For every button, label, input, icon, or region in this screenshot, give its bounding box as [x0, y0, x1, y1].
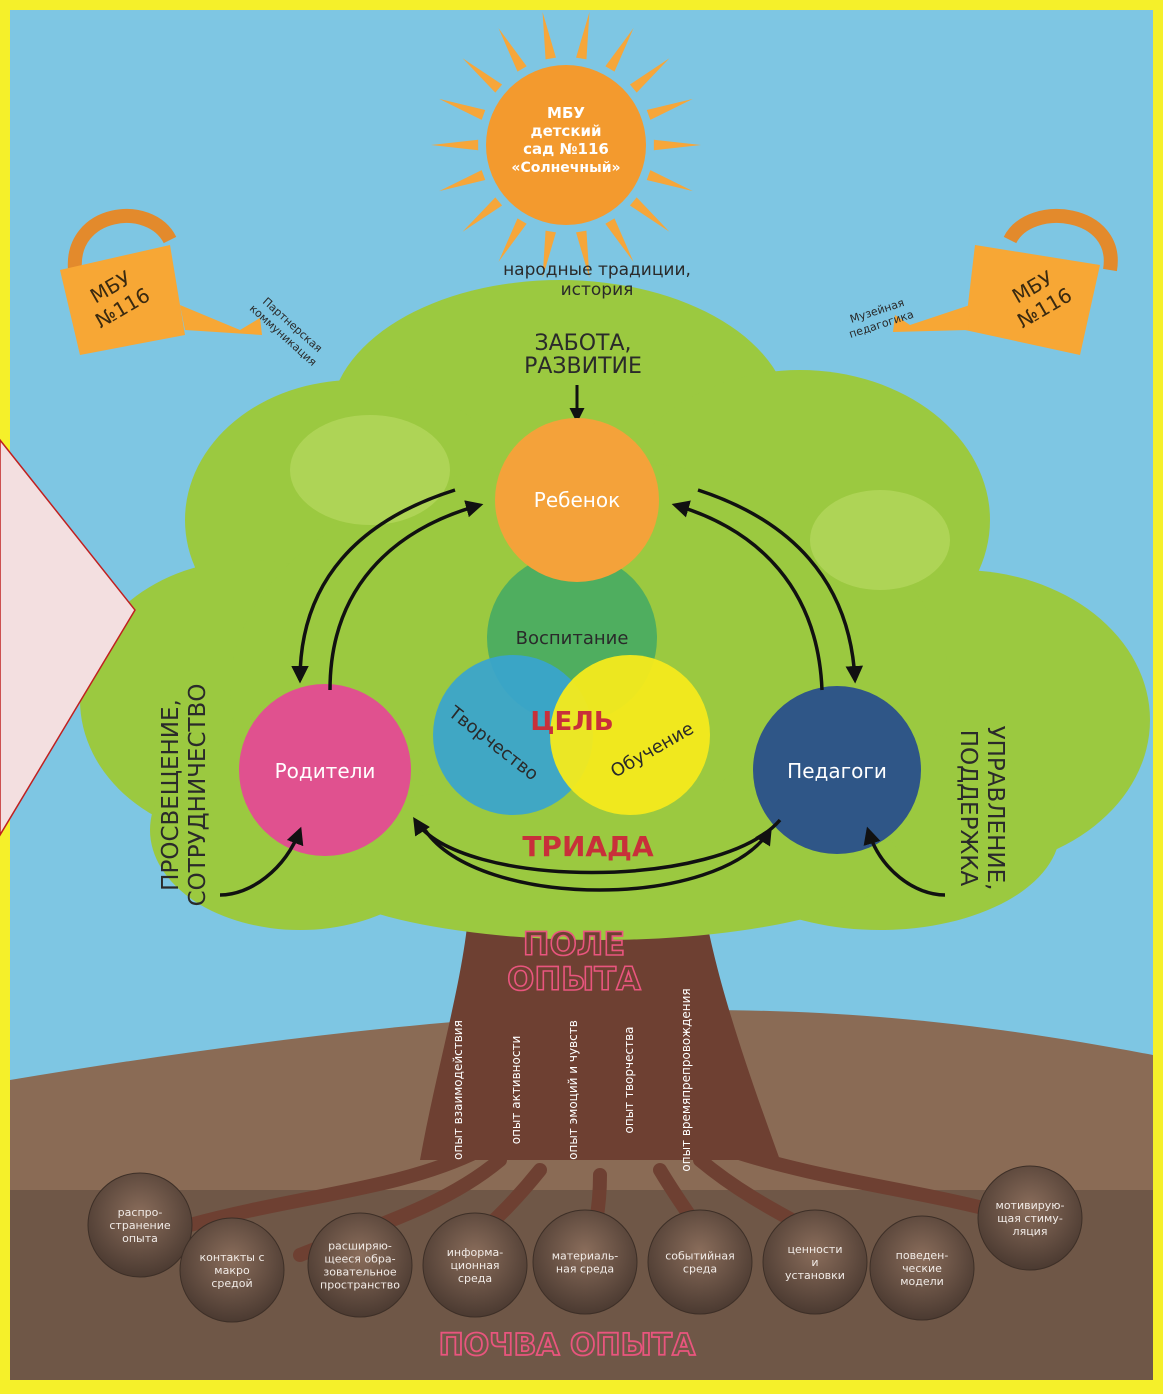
soil-bubble-label: расширяю- — [328, 1240, 392, 1253]
field-label: ОПЫТА — [507, 960, 641, 998]
soil-bubble-label: контакты с — [200, 1251, 265, 1264]
soil-bubble — [87, 1172, 193, 1278]
venn-diagram: Воспитание Творчество Обучение ЦЕЛЬ — [433, 553, 710, 815]
soil-bubble — [762, 1209, 868, 1315]
soil-bubble-label: ляция — [1013, 1225, 1048, 1238]
sun-ray — [653, 139, 701, 151]
crown-highlight — [290, 415, 450, 525]
soil-bubble-label: информа- — [447, 1246, 503, 1259]
soil-bubble — [977, 1165, 1083, 1271]
soil-bubble-label: щееся обра- — [324, 1253, 395, 1266]
care-label: РАЗВИТИЕ — [524, 354, 642, 379]
soil-bubble-label: среда — [683, 1263, 717, 1276]
sun-ray — [439, 98, 486, 120]
soil-bubble — [869, 1215, 975, 1321]
soil-bubble-label: поведен- — [896, 1249, 949, 1262]
care-label: ЗАБОТА, — [534, 331, 631, 356]
left-side-line: ПРОСВЕЩЕНИЕ, — [158, 699, 184, 891]
soil-bubble — [532, 1209, 638, 1315]
soil-bubble — [647, 1209, 753, 1315]
right-side-line: УПРАВЛЕНИЕ, — [982, 726, 1008, 891]
sun-ray — [462, 197, 503, 232]
sun-line: сад №116 — [523, 140, 609, 158]
relation-arrows — [219, 488, 946, 897]
sun-ray — [431, 139, 479, 151]
soil-bubble-label: ческие — [902, 1262, 942, 1275]
venn-creativity-circle — [433, 655, 593, 815]
soil-bubble-label: странение — [109, 1219, 170, 1232]
soil-bubble-label: и — [811, 1256, 818, 1269]
watering-can-right: МБУ №116 Музейная педагогика — [847, 209, 1118, 355]
sun-ray — [576, 230, 590, 278]
soil-bubble-label: среда — [458, 1272, 492, 1285]
tree-trunk — [420, 880, 780, 1160]
sun-ray — [646, 98, 693, 120]
venn-learning-circle — [550, 655, 710, 815]
soil-bubble-label: мотивирую- — [996, 1199, 1065, 1212]
sun-ray — [605, 218, 634, 262]
right-side-label: УПРАВЛЕНИЕ, ПОДДЕРЖКА — [955, 726, 1008, 891]
child-label: Ребенок — [534, 488, 620, 512]
soil-bubble — [307, 1212, 413, 1318]
trunk-item: опыт творчества — [622, 1027, 636, 1134]
soil-bubble-label: событийная — [665, 1250, 735, 1263]
sun-ray — [498, 218, 527, 262]
crown-highlight — [810, 490, 950, 590]
sun-caption: народные традиции, — [503, 260, 691, 280]
trunk-item: опыт активности — [509, 1036, 523, 1145]
soil-bubble — [179, 1217, 285, 1323]
soil-bubble-label: установки — [785, 1269, 845, 1282]
parents-node — [239, 684, 411, 856]
soil-bubble-label: ционная — [450, 1259, 499, 1272]
goal-label: ЦЕЛЬ — [530, 707, 613, 737]
trunk-item: опыт взаимодействия — [451, 1020, 465, 1160]
sun-ray — [629, 197, 670, 232]
sun-caption: история — [561, 280, 634, 300]
sun-ray — [498, 28, 527, 72]
sun-ray — [646, 170, 693, 192]
teachers-label: Педагоги — [787, 759, 887, 783]
sun-ray — [542, 12, 556, 60]
sun-line: детский — [530, 122, 601, 140]
pointer-overlay — [0, 438, 136, 837]
sun-ray — [542, 230, 556, 278]
sun-ray — [576, 12, 590, 60]
soil-bubble-label: щая стиму- — [997, 1212, 1063, 1225]
triad-label: ТРИАДА — [522, 830, 654, 863]
soil-bubble-label: ная среда — [556, 1263, 614, 1276]
soil-bubble-label: модели — [900, 1275, 944, 1288]
soil-bubble-label: пространство — [320, 1279, 400, 1292]
child-node — [495, 418, 659, 582]
sun-line: МБУ — [547, 104, 585, 122]
sun-ray — [439, 170, 486, 192]
trunk-item: опыт времяпрепровождения — [679, 988, 693, 1171]
teachers-node — [753, 686, 921, 854]
venn-upbringing-label: Воспитание — [516, 628, 629, 649]
soil-bubble-label: зовательное — [323, 1266, 396, 1279]
sun-rays — [431, 12, 701, 278]
field-label: ПОЛЕ — [523, 925, 625, 963]
soil-bubble-label: средой — [211, 1277, 252, 1290]
soil-bubble-label: материаль- — [552, 1250, 619, 1263]
sun-line: «Солнечный» — [511, 160, 620, 176]
sun-ray — [605, 28, 634, 72]
parents-label: Родители — [275, 759, 376, 783]
left-side-line: СОТРУДНИЧЕСТВО — [185, 684, 211, 907]
soil-bubble-label: макро — [214, 1264, 250, 1277]
sun — [486, 65, 646, 225]
soil-bubble — [422, 1212, 528, 1318]
sun-ray — [629, 58, 670, 93]
soil-bubble-label: опыта — [122, 1232, 158, 1245]
sun-ray — [462, 58, 503, 93]
soil-bubble-label: распро- — [118, 1206, 163, 1219]
left-side-label: ПРОСВЕЩЕНИЕ, СОТРУДНИЧЕСТВО — [158, 684, 211, 907]
soil-label: ПОЧВА ОПЫТА — [439, 1328, 697, 1363]
soil-bubble-label: ценности — [788, 1243, 843, 1256]
trunk-item: опыт эмоций и чувств — [566, 1020, 580, 1160]
right-side-line: ПОДДЕРЖКА — [955, 730, 981, 887]
